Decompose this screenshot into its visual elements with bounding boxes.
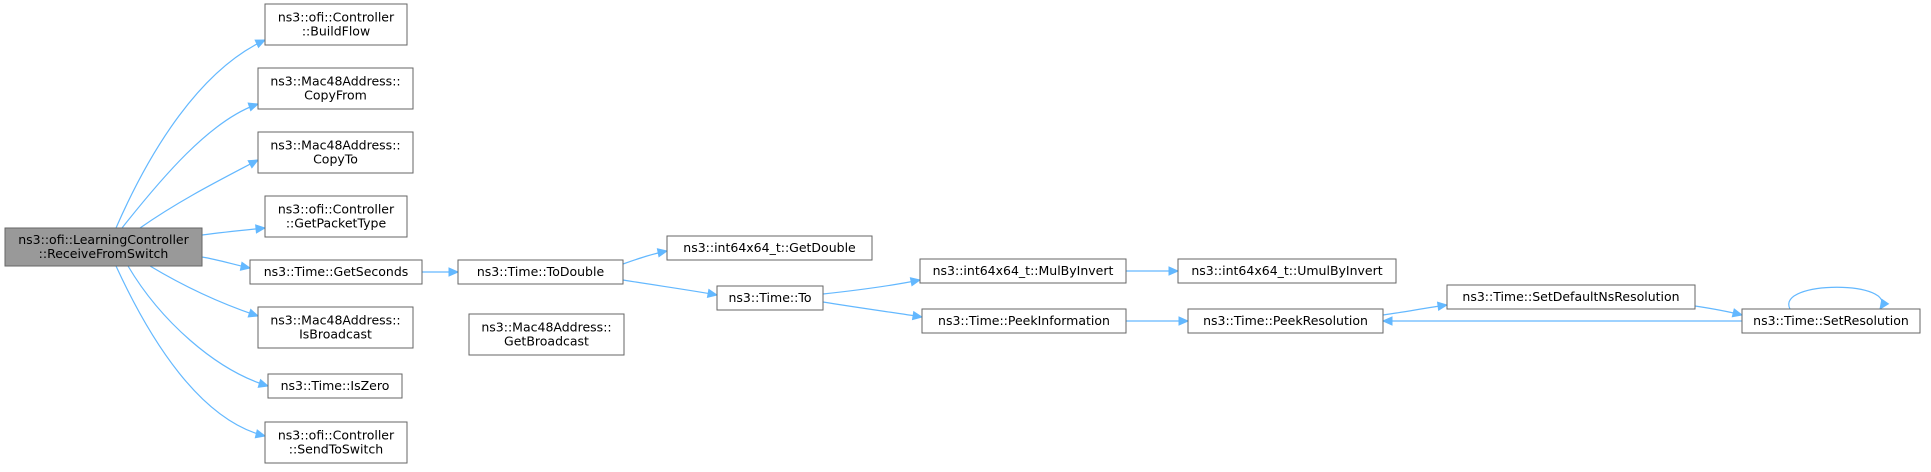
edge-root-to-isbroadcast <box>149 265 260 318</box>
node-label: ns3::int64x64_t::UmulByInvert <box>1191 263 1382 278</box>
node-label: GetBroadcast <box>504 334 589 349</box>
node-label: ::ReceiveFromSwitch <box>39 246 169 261</box>
node-to[interactable]: ns3::Time::To <box>716 285 824 311</box>
node-sendtoswitch[interactable]: ns3::ofi::Controller::SendToSwitch <box>264 421 408 464</box>
node-label: ns3::int64x64_t::GetDouble <box>683 240 856 255</box>
node-setresolution[interactable]: ns3::Time::SetResolution <box>1741 308 1921 334</box>
node-label: ns3::Time::To <box>729 290 812 305</box>
node-label: IsBroadcast <box>299 327 372 342</box>
node-label: ::GetPacketType <box>286 216 387 231</box>
edge-peekresolution-to-setdefaultns <box>1382 301 1449 316</box>
node-getpackettype[interactable]: ns3::ofi::Controller::GetPacketType <box>264 195 408 238</box>
node-label: ns3::Time::PeekResolution <box>1203 313 1368 328</box>
edge-peekinformation-to-peekresolution <box>1126 316 1190 326</box>
node-label: ns3::Time::PeekInformation <box>938 313 1110 328</box>
edge-root-to-getseconds <box>201 256 252 271</box>
node-label: ns3::Mac48Address:: <box>270 74 400 89</box>
node-umulbyinvert[interactable]: ns3::int64x64_t::UmulByInvert <box>1177 258 1397 284</box>
node-label: ns3::ofi::Controller <box>278 202 395 217</box>
edge-getseconds-to-todouble <box>422 267 460 277</box>
edge-root-to-iszero <box>127 265 270 388</box>
node-label: ns3::Time::SetResolution <box>1753 313 1909 328</box>
node-label: ns3::ofi::LearningController <box>18 232 189 247</box>
edge-root-to-copyfrom <box>121 102 260 229</box>
node-getbroadcast[interactable]: ns3::Mac48Address::GetBroadcast <box>468 313 625 356</box>
edge-root-to-getpackettype <box>201 224 267 236</box>
node-getdouble[interactable]: ns3::int64x64_t::GetDouble <box>666 235 873 261</box>
edge-setresolution-to-peekresolution <box>1381 316 1742 326</box>
node-label: CopyTo <box>313 152 358 167</box>
node-buildflow[interactable]: ns3::ofi::Controller::BuildFlow <box>264 3 408 46</box>
node-label: ns3::ofi::Controller <box>278 10 395 25</box>
edge-mulbyinvert-to-umulbyinvert <box>1125 266 1180 276</box>
node-label: ns3::Time::ToDouble <box>477 264 605 279</box>
node-iszero[interactable]: ns3::Time::IsZero <box>267 373 403 399</box>
edge-todouble-to-getdouble <box>622 248 669 265</box>
node-copyto[interactable]: ns3::Mac48Address::CopyTo <box>257 131 414 174</box>
node-todouble[interactable]: ns3::Time::ToDouble <box>457 259 624 285</box>
edge-todouble-to-to <box>622 279 719 298</box>
node-label: ::BuildFlow <box>302 24 370 39</box>
node-label: ns3::Mac48Address:: <box>270 138 400 153</box>
node-label: ::SendToSwitch <box>289 442 383 457</box>
node-label: ns3::Mac48Address:: <box>270 313 400 328</box>
edge-setdefaultns-to-setresolution <box>1694 305 1744 318</box>
edge-root-to-sendtoswitch <box>115 265 267 439</box>
edge-to-to-peekinformation <box>822 301 924 321</box>
node-label: ns3::int64x64_t::MulByInvert <box>933 263 1114 278</box>
node-label: ns3::Mac48Address:: <box>481 320 611 335</box>
node-isbroadcast[interactable]: ns3::Mac48Address::IsBroadcast <box>257 306 414 349</box>
edge-setresolution-to-setresolution <box>1788 286 1890 311</box>
node-peekresolution[interactable]: ns3::Time::PeekResolution <box>1187 308 1384 334</box>
node-getseconds[interactable]: ns3::Time::GetSeconds <box>249 259 423 285</box>
edge-root-to-buildflow <box>115 39 267 229</box>
node-mulbyinvert[interactable]: ns3::int64x64_t::MulByInvert <box>919 258 1127 284</box>
node-root[interactable]: ns3::ofi::LearningController::ReceiveFro… <box>4 227 203 267</box>
edge-to-to-mulbyinvert <box>822 277 922 295</box>
node-setdefaultns[interactable]: ns3::Time::SetDefaultNsResolution <box>1446 284 1696 310</box>
node-peekinformation[interactable]: ns3::Time::PeekInformation <box>921 308 1127 334</box>
node-label: ns3::Time::IsZero <box>281 378 390 393</box>
node-label: ns3::Time::GetSeconds <box>264 264 409 279</box>
edge-root-to-copyto <box>139 159 260 229</box>
node-copyfrom[interactable]: ns3::Mac48Address::CopyFrom <box>257 67 414 110</box>
node-label: ns3::ofi::Controller <box>278 428 395 443</box>
node-label: ns3::Time::SetDefaultNsResolution <box>1462 289 1679 304</box>
node-label: CopyFrom <box>304 88 367 103</box>
